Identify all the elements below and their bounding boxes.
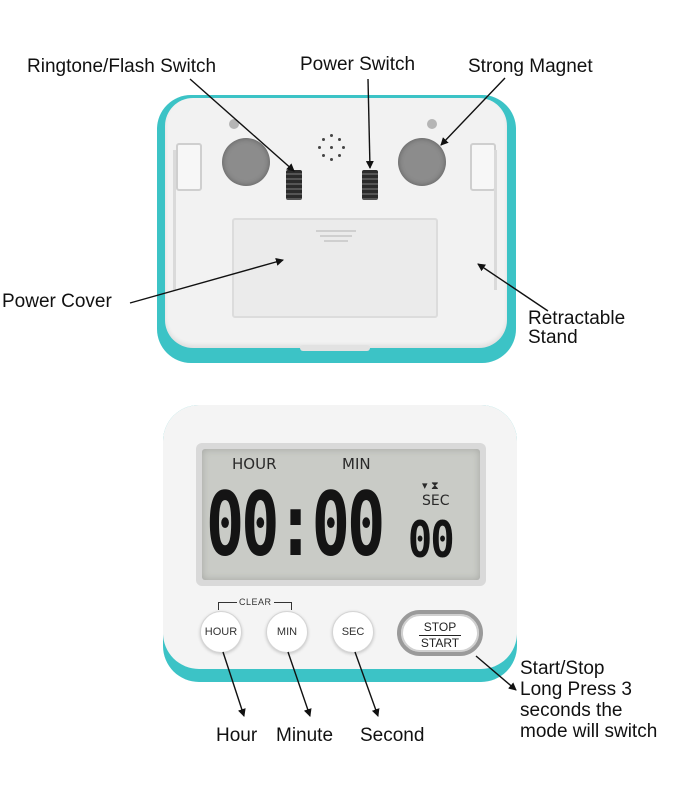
stand-left[interactable] xyxy=(176,143,202,191)
power-slide-switch[interactable] xyxy=(362,170,378,200)
stand-rail-left xyxy=(173,150,176,290)
start-label: START xyxy=(420,636,460,650)
start-stop-divider xyxy=(419,635,461,636)
lcd-display: HOUR MIN ▾ ⧗ SEC 00:00 00 xyxy=(202,449,480,580)
label-retractable-stand: Retractable Stand xyxy=(528,309,625,347)
label-hour: Hour xyxy=(216,725,258,746)
lcd-sec-label: SEC xyxy=(422,493,450,509)
magnet-right xyxy=(398,138,446,186)
lcd-seconds-digits: 00 xyxy=(408,511,455,569)
screw-left xyxy=(229,119,239,129)
sec-button[interactable]: SEC xyxy=(332,611,374,653)
lcd-min-label: MIN xyxy=(342,455,371,473)
start-stop-button[interactable]: STOP START xyxy=(397,610,483,656)
label-strong-magnet: Strong Magnet xyxy=(468,56,593,77)
stand-rail-right xyxy=(494,150,497,290)
speaker-grille-icon xyxy=(317,134,347,164)
battery-cover[interactable] xyxy=(232,218,438,318)
label-power-cover: Power Cover xyxy=(2,291,112,312)
ringtone-flash-slide-switch[interactable] xyxy=(286,170,302,200)
label-minute: Minute xyxy=(276,725,334,746)
label-start-stop: Start/Stop Long Press 3 seconds the mode… xyxy=(520,658,657,742)
label-second: Second xyxy=(360,725,425,746)
lcd-main-digits: 00:00 xyxy=(206,473,385,576)
lcd-hour-label: HOUR xyxy=(232,455,277,473)
stop-label: STOP xyxy=(423,620,457,634)
stand-right[interactable] xyxy=(470,143,496,191)
screw-right xyxy=(427,119,437,129)
hour-button[interactable]: HOUR xyxy=(200,611,242,653)
label-start-stop-line1: Start/Stop xyxy=(520,658,605,679)
hourglass-icon: ▾ ⧗ xyxy=(422,479,439,492)
min-button[interactable]: MIN xyxy=(266,611,308,653)
clear-label: CLEAR xyxy=(237,597,274,607)
label-start-stop-line3: seconds the xyxy=(520,700,623,721)
label-start-stop-line2: Long Press 3 xyxy=(520,679,632,700)
label-retractable-line2: Stand xyxy=(528,327,578,348)
label-start-stop-line4: mode will switch xyxy=(520,721,658,742)
back-bottom-lip xyxy=(300,345,370,351)
label-power-switch: Power Switch xyxy=(300,54,416,75)
label-ringtone-flash-switch: Ringtone/Flash Switch xyxy=(27,56,217,77)
label-retractable-line1: Retractable xyxy=(528,308,626,329)
magnet-left xyxy=(222,138,270,186)
